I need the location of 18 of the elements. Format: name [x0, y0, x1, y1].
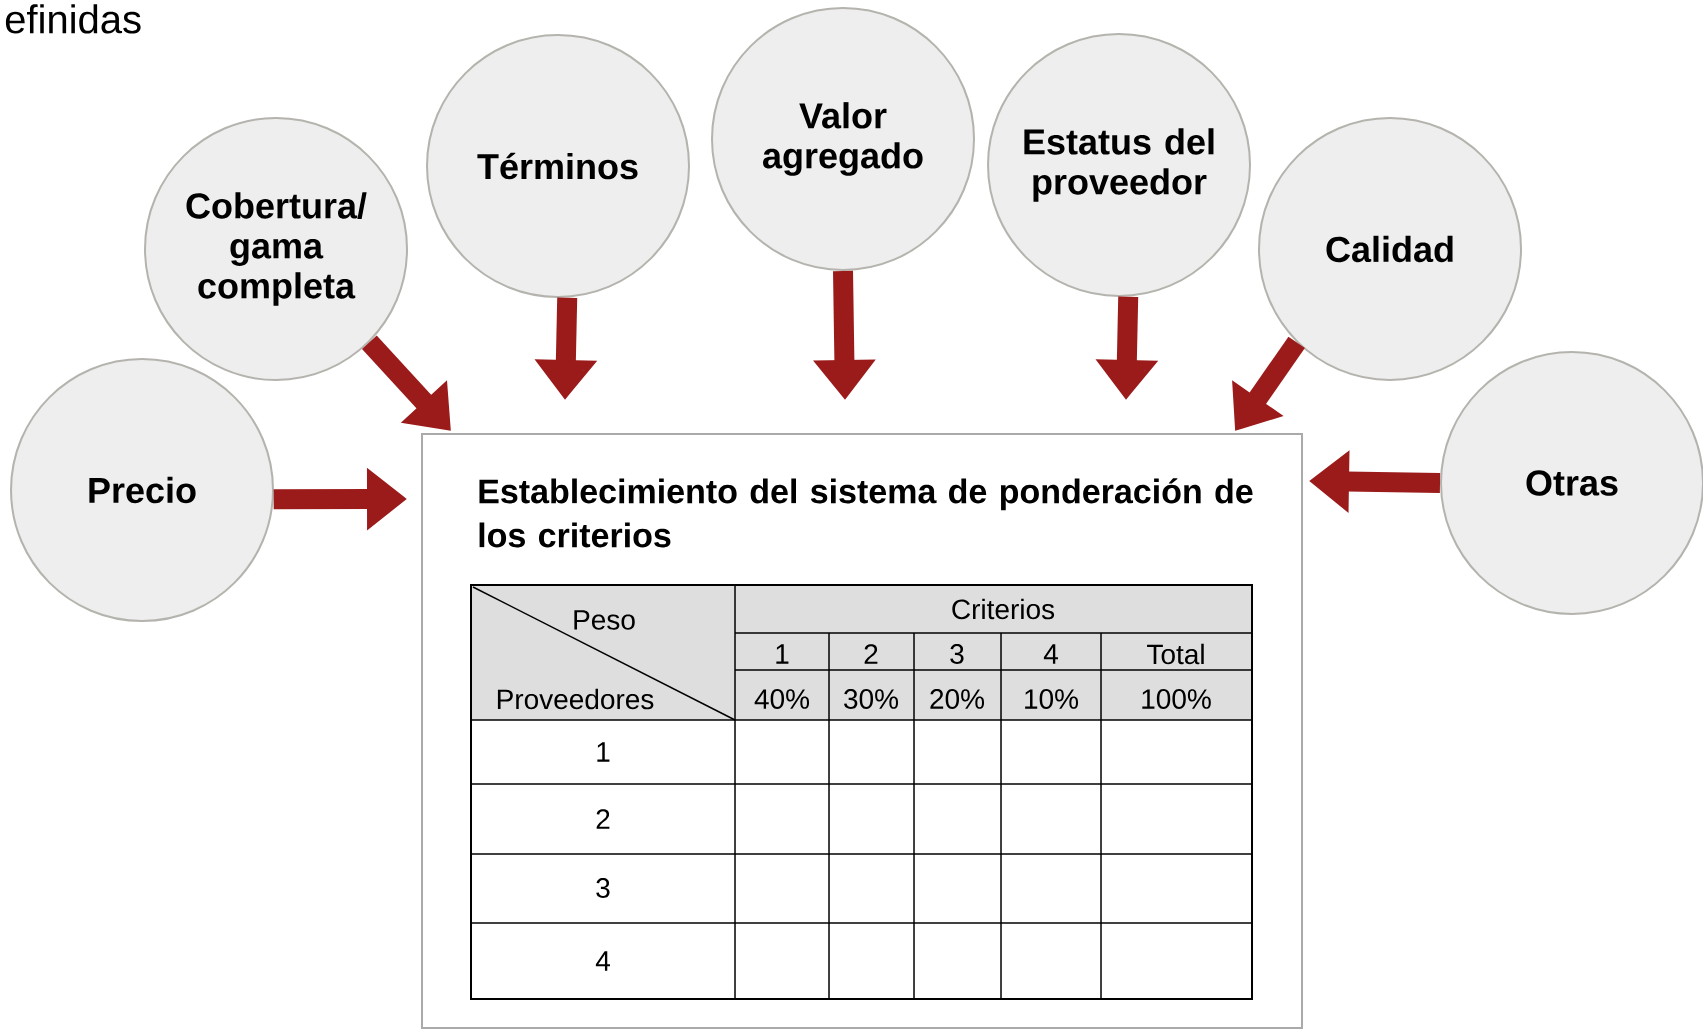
table-cell: 4 — [595, 951, 610, 971]
table-cell: 30% — [844, 689, 899, 709]
table-header: Peso — [574, 610, 635, 630]
table-cell: 3 — [596, 878, 610, 898]
table-header: Proveedores — [497, 688, 654, 710]
table-cell: 2 — [596, 809, 610, 829]
table-cell: 20% — [930, 689, 985, 709]
table-cell: 100% — [1142, 689, 1211, 709]
heading-fragment: efinidas — [5, 4, 141, 34]
table-header: 3 — [950, 644, 964, 664]
table-header: Criterios — [952, 598, 1055, 620]
table-header: Total — [1147, 643, 1204, 665]
table-cell: 10% — [1025, 689, 1079, 709]
table-header: 1 — [776, 644, 789, 664]
table-cell: 40% — [754, 689, 810, 709]
table-header: 2 — [864, 644, 878, 664]
table-cell: 1 — [597, 742, 610, 762]
table-header: 4 — [1043, 644, 1058, 664]
